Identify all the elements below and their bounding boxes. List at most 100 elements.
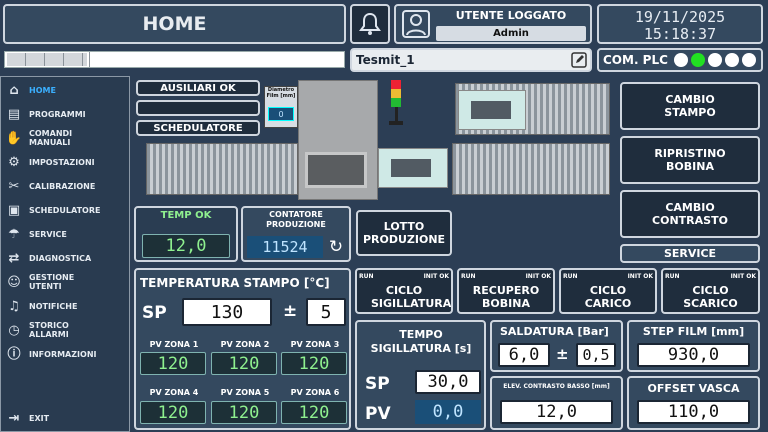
saldatura-title: SALDATURA [Bar] (500, 325, 609, 338)
exit-icon: ⇥ (8, 410, 20, 426)
zone3-label: PV ZONA 3 (290, 340, 340, 349)
tools-icon: ✂ (8, 178, 20, 194)
mold-window (305, 152, 367, 188)
temperatura-title: TEMPERATURA STAMPO [°C] (140, 276, 330, 290)
user-title: UTENTE LOGGATO (455, 9, 567, 22)
tempo-pv-label: PV (365, 404, 391, 424)
temperatura-panel: TEMPERATURA STAMPO [°C] SP 130 ± 5 PV ZO… (134, 268, 351, 430)
service-button[interactable]: SERVICE (620, 244, 760, 263)
elev-input[interactable]: 12,0 (500, 400, 613, 424)
saldatura-tol-input[interactable]: 0,5 (576, 343, 616, 367)
elev-panel: ELEV. CONTRASTO BASSO [mm] 12,0 (490, 376, 623, 430)
home-icon: ⌂ (9, 82, 19, 98)
service-icon: ☂ (8, 226, 20, 242)
tempo-sp-input[interactable]: 30,0 (415, 370, 481, 394)
plc-led-3 (707, 53, 722, 67)
time-display: 15:18:37 (643, 25, 717, 43)
users-icon: ☺ (7, 274, 21, 290)
saldatura-input[interactable]: 6,0 (498, 343, 550, 367)
step-film-title: STEP FILM [mm] (642, 325, 745, 338)
temp-ok-panel: TEMP OK 12,0 (134, 206, 238, 262)
recipe-panel[interactable]: Tesmit_1 (350, 48, 592, 72)
sidebar-item-exit[interactable]: ⇥EXIT (5, 407, 129, 429)
saldatura-panel: SALDATURA [Bar] 6,0 ± 0,5 (490, 320, 623, 372)
info-icon: ⓘ (7, 346, 21, 362)
zone1-value: 120 (140, 352, 206, 375)
tempo-panel: TEMPO SIGILLATURA [s] SP 30,0 PV 0,0 (355, 320, 486, 430)
edit-icon[interactable] (571, 52, 587, 68)
step-film-input[interactable]: 930,0 (637, 343, 750, 367)
cambio-contrasto-button[interactable]: CAMBIO CONTRASTO (620, 190, 760, 238)
offset-input[interactable]: 110,0 (637, 400, 750, 424)
user-panel[interactable]: UTENTE LOGGATO Admin (394, 4, 592, 44)
sidebar-item-comandi-manuali[interactable]: ✋COMANDI MANUALI (5, 129, 73, 147)
plc-label: COM. PLC (603, 53, 668, 67)
temp-ok-label: TEMP OK (160, 210, 212, 221)
diametro-label: Diametro Film [mm] (266, 87, 296, 99)
bell-icon: ♫ (8, 298, 20, 314)
sidebar-item-notifiche[interactable]: ♫NOTIFICHE (5, 295, 129, 317)
cambio-stampo-button[interactable]: CAMBIO STAMPO (620, 82, 760, 130)
sidebar-item-schedulatore[interactable]: ▣SCHEDULATORE (5, 199, 129, 221)
zone4-label: PV ZONA 4 (149, 388, 199, 397)
tempo-sp-label: SP (365, 374, 390, 394)
history-icon: ◷ (8, 322, 20, 338)
temp-sp-label: SP (142, 303, 167, 323)
temp-sp-input[interactable]: 130 (182, 298, 272, 326)
recipe-name: Tesmit_1 (356, 53, 415, 67)
ausiliari-status: AUSILIARI OK (136, 80, 260, 96)
zone5-value: 120 (211, 401, 277, 424)
offset-panel: OFFSET VASCA 110,0 (627, 376, 760, 430)
arrows-icon: ⇄ (8, 250, 20, 266)
plc-status-panel: COM. PLC (597, 48, 763, 72)
lotto-produzione-button[interactable]: LOTTO PRODUZIONE (356, 210, 452, 256)
zone2-label: PV ZONA 2 (220, 340, 270, 349)
clipboard-icon: ▣ (7, 202, 21, 218)
temp-ok-value: 12,0 (142, 234, 230, 258)
date-display: 19/11/2025 (634, 8, 726, 26)
offset-title: OFFSET VASCA (647, 382, 740, 395)
sidebar-item-calibrazione[interactable]: ✂CALIBRAZIONE (5, 175, 129, 197)
temp-tol-input[interactable]: 5 (306, 298, 346, 326)
hand-icon: ✋ (5, 130, 23, 146)
reset-counter-icon[interactable]: ↻ (328, 237, 344, 257)
tempo-title: TEMPO SIGILLATURA [s] (370, 328, 472, 355)
ciclo-scarico-label: CICLO SCARICO (683, 284, 738, 310)
bell-icon (359, 12, 381, 35)
recupero-bobina-label: RECUPERO BOBINA (472, 284, 540, 310)
plc-led-1 (673, 53, 688, 67)
user-name: Admin (436, 26, 586, 41)
sidebar-item-impostazioni[interactable]: ⚙IMPOSTAZIONI (5, 151, 129, 173)
empty-status (136, 100, 260, 116)
conveyor-right (452, 143, 610, 195)
zone6-value: 120 (281, 401, 347, 424)
tempo-pv-value: 0,0 (415, 400, 481, 424)
contatore-value: 11524 (247, 236, 323, 258)
tray-left (378, 148, 448, 188)
sidebar-item-diagnostica[interactable]: ⇄DIAGNOSTICA (5, 247, 129, 269)
notifications-button[interactable] (350, 4, 390, 44)
temp-pm: ± (283, 301, 298, 321)
zone3-value: 120 (281, 352, 347, 375)
elev-title: ELEV. CONTRASTO BASSO [mm] (503, 383, 610, 390)
sidebar-item-programmi[interactable]: ▤PROGRAMMI (5, 103, 129, 125)
sidebar-item-gestione-utenti[interactable]: ☺GESTIONE UTENTI (5, 271, 129, 293)
page-title: HOME (3, 4, 346, 44)
zone4-value: 120 (140, 401, 206, 424)
sidebar-item-service[interactable]: ☂SERVICE (5, 223, 129, 245)
programs-icon: ▤ (7, 106, 21, 122)
ripristino-bobina-button[interactable]: RIPRISTINO BOBINA (620, 136, 760, 184)
contatore-label: CONTATORE PRODUZIONE (266, 210, 326, 229)
sidebar-item-storico-allarmi[interactable]: ◷STORICO ALLARMI (5, 319, 129, 341)
plc-led-4 (724, 53, 739, 67)
progress-segments (4, 51, 345, 68)
film-roll-panel: Diametro Film [mm] 0 (264, 86, 298, 128)
sidebar-item-home[interactable]: ⌂HOME (5, 79, 129, 101)
signal-tower-icon (389, 80, 403, 128)
gear-icon: ⚙ (8, 154, 20, 170)
